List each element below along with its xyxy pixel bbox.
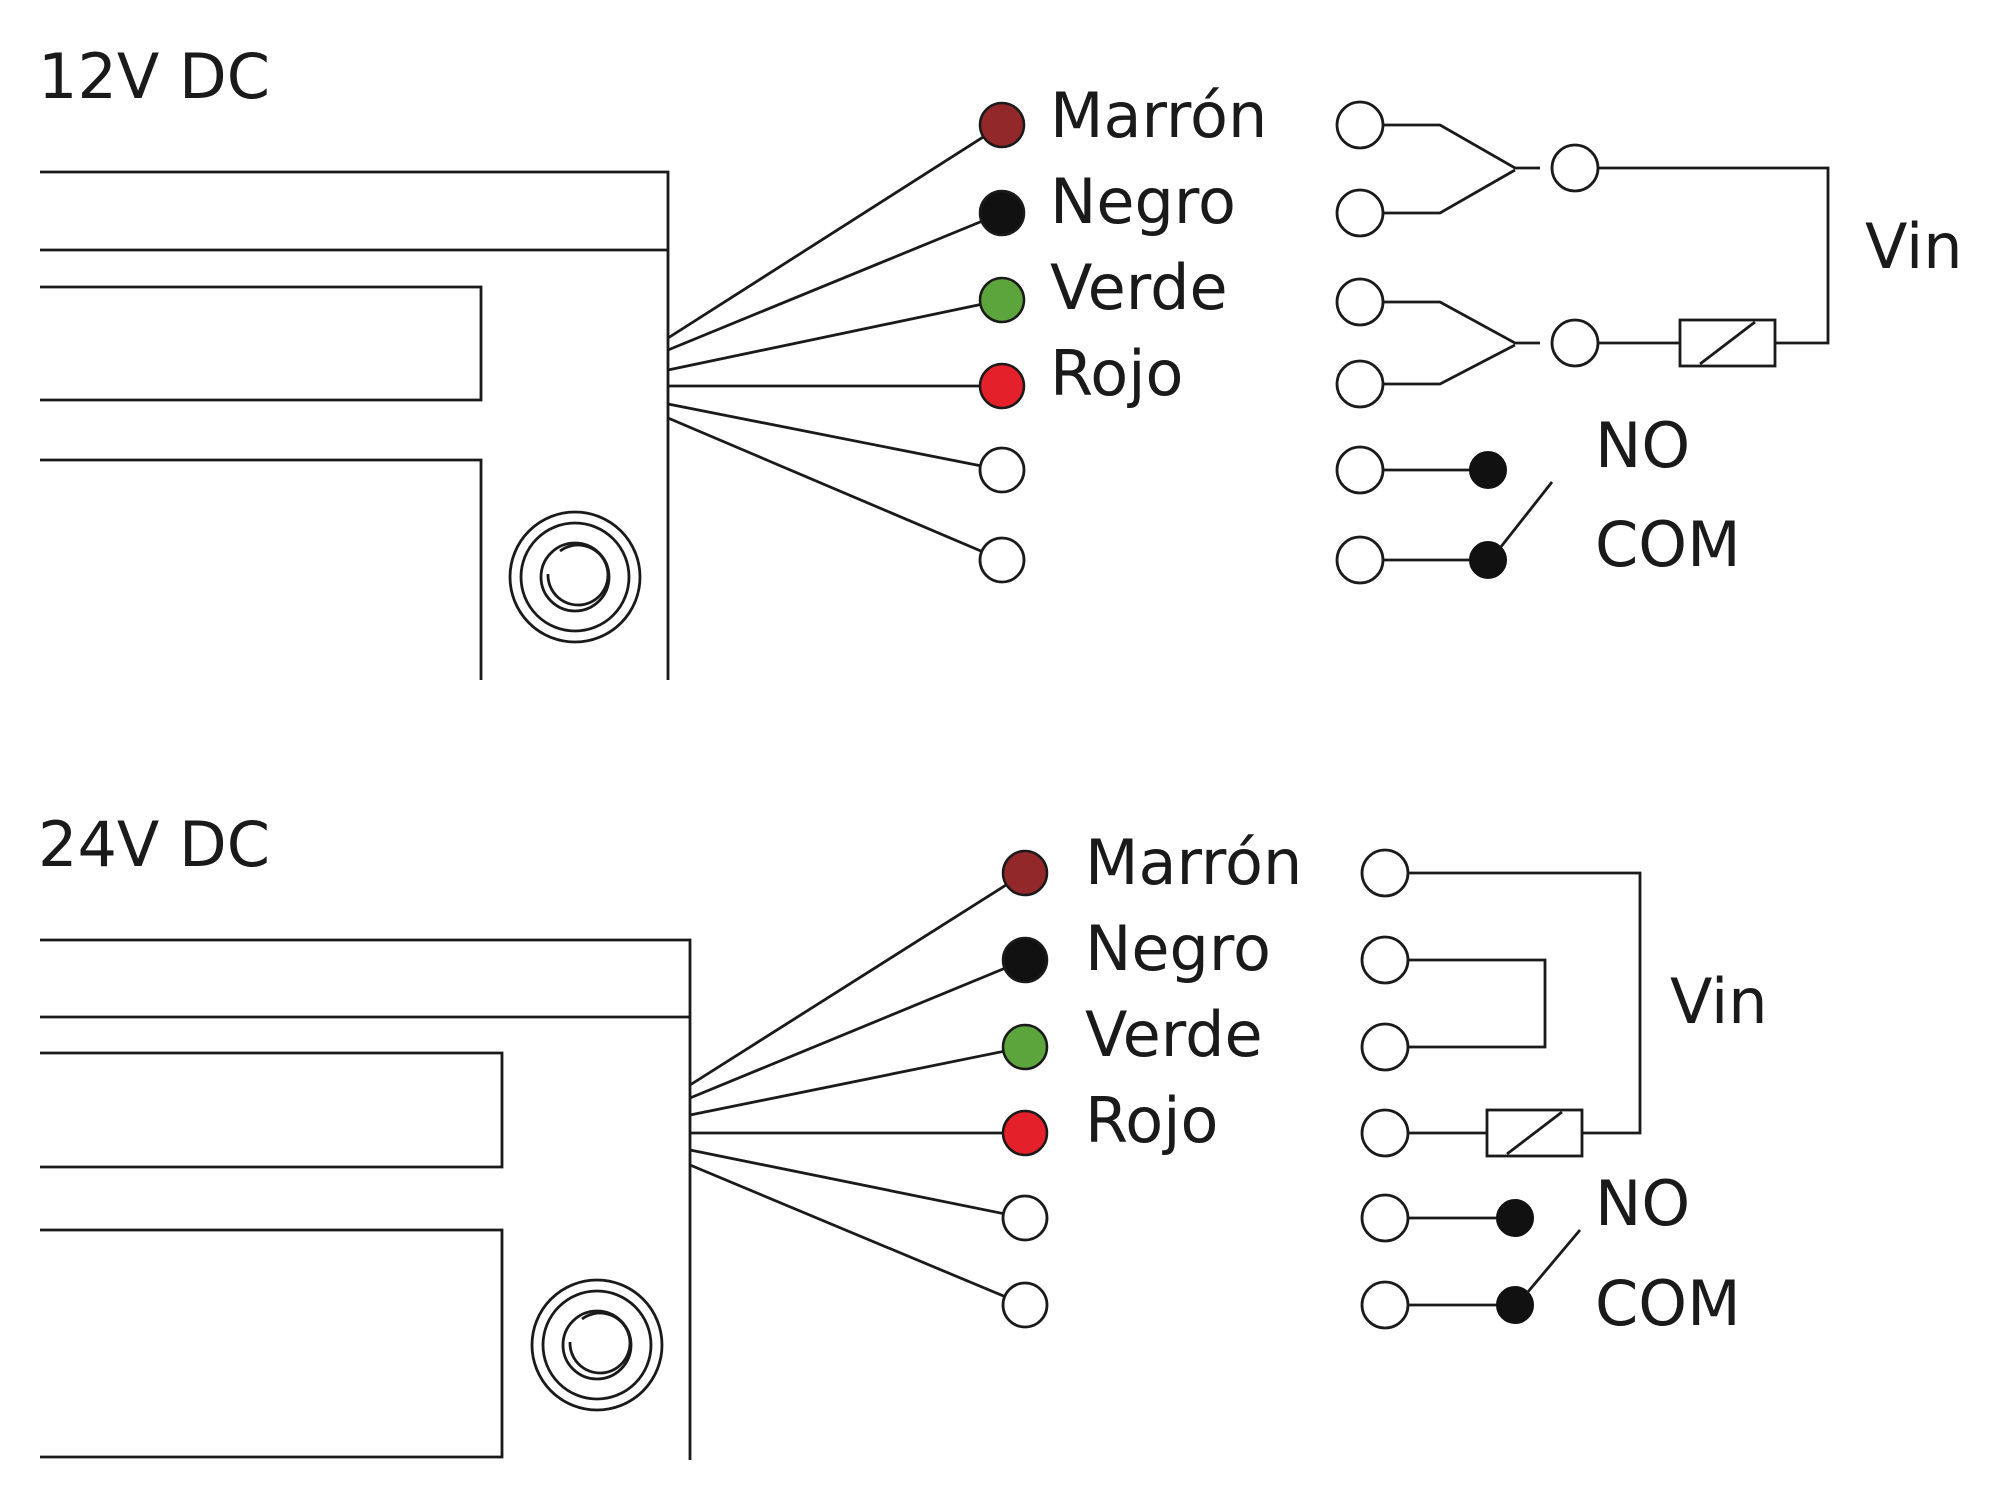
com-label: COM: [1595, 508, 1741, 581]
relay-coil-icon: [1678, 318, 1777, 368]
section-title: 24V DC: [38, 808, 270, 881]
wire-label-black: Negro: [1050, 165, 1236, 238]
wire-end-unmarked-1: [978, 446, 1026, 494]
wire-end-unmarked-2: [1001, 1281, 1049, 1329]
lock-cylinder-icon: [530, 1278, 664, 1412]
wire-label-red: Rojo: [1085, 1084, 1218, 1157]
wire-label-green: Verde: [1085, 998, 1263, 1071]
wire-end-brown: [978, 101, 1026, 149]
vin-label: Vin: [1865, 210, 1963, 283]
wire-end-red: [1001, 1109, 1049, 1157]
cable-fanout: [689, 871, 1026, 1307]
wire-end-brown: [1001, 849, 1049, 897]
wire-label-brown: Marrón: [1085, 826, 1302, 899]
no-label: NO: [1595, 409, 1690, 482]
wire-label-black: Negro: [1085, 912, 1271, 985]
wire-end-green: [1001, 1023, 1049, 1071]
wire-label-brown: Marrón: [1050, 79, 1267, 152]
no-label: NO: [1595, 1167, 1690, 1240]
switch-contact-24v: [1360, 1193, 1582, 1330]
wire-label-green: Verde: [1050, 251, 1228, 324]
wire-end-unmarked-2: [978, 536, 1026, 584]
cable-fanout: [667, 123, 1003, 562]
switch-contact-12v: [1335, 445, 1554, 585]
relay-coil-icon: [1485, 1108, 1584, 1158]
device-housing: [40, 938, 692, 1460]
schematic-12v: [1335, 100, 1830, 409]
section-24v: 24V DC Marrón Negro Verde: [38, 808, 1768, 1460]
wire-end-black: [978, 189, 1026, 237]
wire-end-black: [1001, 936, 1049, 984]
section-title: 12V DC: [38, 40, 270, 113]
wire-label-red: Rojo: [1050, 337, 1183, 410]
vin-label: Vin: [1670, 965, 1768, 1038]
wire-end-red: [978, 362, 1026, 410]
schematic-24v: [1360, 848, 1642, 1158]
device-housing: [40, 170, 670, 680]
section-12v: 12V DC Marrón: [38, 40, 1963, 680]
wire-end-green: [978, 276, 1026, 324]
com-label: COM: [1595, 1267, 1741, 1340]
wire-end-unmarked-1: [1001, 1194, 1049, 1242]
lock-cylinder-icon: [508, 510, 642, 644]
